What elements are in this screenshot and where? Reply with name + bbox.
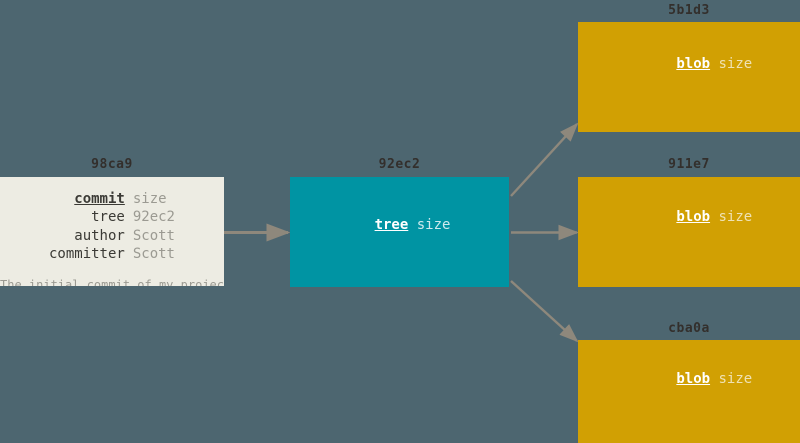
edge-tree-to-blob-readme xyxy=(510,122,579,197)
blob-readme-title: blob size xyxy=(578,37,800,92)
blob-readme-object-box: blob size == Testing library This librar… xyxy=(578,22,800,132)
hash-label-blob-test: cba0a xyxy=(668,321,710,336)
commit-value-author: Scott xyxy=(132,227,175,244)
commit-key-commit: commit xyxy=(74,191,125,207)
commit-value-committer: Scott xyxy=(132,246,175,263)
blob-license-content: The MIT License Copyright (c) 2008 Scott… xyxy=(578,259,800,287)
tree-size-value: size xyxy=(416,217,451,234)
hash-label-tree: 92ec2 xyxy=(378,157,421,172)
blob-test-keyword: blob xyxy=(676,371,711,388)
commit-message: The initial commit of my project xyxy=(0,277,224,286)
blob-readme-keyword: blob xyxy=(676,56,711,73)
commit-key-committer: committer xyxy=(48,246,125,263)
commit-row-committer: committer Scott xyxy=(49,245,175,263)
tree-object-box: tree size blob 5b1d3 README blob 911e7 L… xyxy=(290,177,509,287)
blob-readme-content: == Testing library This library is used … xyxy=(578,108,800,132)
blob-test-title: blob size xyxy=(578,352,800,407)
blob-test-size-label: size xyxy=(718,371,753,388)
tree-keyword: tree xyxy=(374,217,409,234)
commit-value-size: size xyxy=(132,191,167,207)
blob-license-title: blob size xyxy=(578,190,800,245)
hash-label-commit: 98ca9 xyxy=(91,157,133,172)
commit-row-author: author Scott xyxy=(49,227,175,245)
commit-row-commit: commit size xyxy=(49,190,175,208)
commit-row-tree: tree 92ec2 xyxy=(49,208,175,226)
commit-key-author: author xyxy=(74,227,125,244)
tree-object-title: tree size xyxy=(290,198,509,253)
blob-readme-size-label: size xyxy=(718,56,753,73)
blob-test-object-box: blob size require 'logger' require 'test… xyxy=(578,340,800,443)
edge-tree-to-blob-test xyxy=(510,280,579,343)
hash-label-blob-readme: 5b1d3 xyxy=(668,3,710,18)
commit-key-tree: tree xyxy=(91,209,125,226)
tree-entries: blob 5b1d3 README blob 911e7 LICENSE blo… xyxy=(290,254,509,287)
commit-header-table: commit size tree 92ec2 author Scott comm… xyxy=(49,190,175,264)
tree-size-label xyxy=(408,217,416,233)
hash-label-blob-license: 911e7 xyxy=(668,157,710,172)
blob-license-size-label: size xyxy=(718,209,753,226)
commit-value-tree: 92ec2 xyxy=(132,209,175,226)
blob-license-object-box: blob size The MIT License Copyright (c) … xyxy=(578,177,800,287)
blob-license-keyword: blob xyxy=(676,209,711,226)
commit-object-box: commit size tree 92ec2 author Scott comm… xyxy=(0,177,224,286)
blob-test-content: require 'logger' require 'test/unit' cla… xyxy=(578,423,800,443)
